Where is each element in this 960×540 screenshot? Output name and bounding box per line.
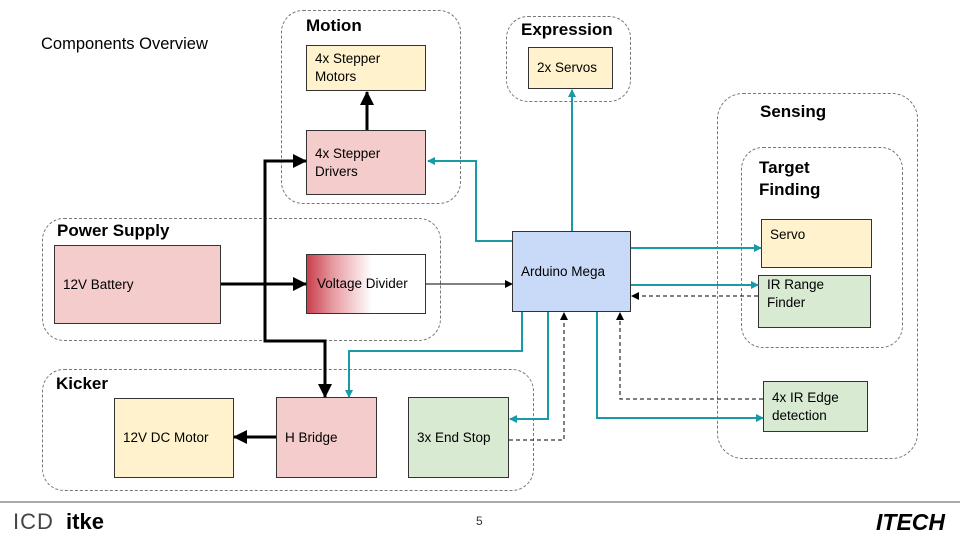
node-stepper-drivers: 4x Stepper Drivers <box>306 130 426 195</box>
group-target-finding-title: Target Finding <box>759 158 821 199</box>
node-h-bridge-label: H Bridge <box>285 429 338 445</box>
node-ir-range-label: IR Range Finder <box>767 277 825 310</box>
node-dc-motor: 12V DC Motor <box>114 398 234 478</box>
group-motion-title: Motion <box>306 16 362 35</box>
node-ir-edge-label: 4x IR Edge detection <box>772 389 839 423</box>
group-sensing-title: Sensing <box>760 102 827 121</box>
page-number: 5 <box>476 514 483 528</box>
node-stepper-drivers-label: 4x Stepper Drivers <box>315 145 381 179</box>
logo-itke-text: itke <box>66 509 104 534</box>
node-servo-label: Servo <box>770 227 806 242</box>
group-power-supply-title: Power Supply <box>57 221 170 240</box>
node-ir-range: IR Range Finder <box>758 275 871 328</box>
node-arduino: Arduino Mega <box>512 231 631 312</box>
feedback-iredge-to-arduino <box>616 312 763 400</box>
logo-itech: ITECH <box>876 509 945 535</box>
node-ir-edge: 4x IR Edge detection <box>763 381 868 432</box>
node-voltage-divider: Voltage Divider <box>306 254 426 314</box>
node-end-stop: 3x End Stop <box>408 397 509 478</box>
node-voltage-divider-label: Voltage Divider <box>317 276 408 291</box>
logo-icd-itke: ICD itke <box>13 509 104 535</box>
group-power-supply <box>42 218 441 341</box>
feedback-endstop-to-arduino <box>509 312 568 441</box>
node-end-stop-label: 3x End Stop <box>417 429 491 445</box>
signal-arduino-to-iredge <box>596 312 764 422</box>
slide-title: Components Overview <box>41 35 208 53</box>
signal-arduino-to-drivers <box>427 157 512 242</box>
signal-arduino-to-endstop <box>509 312 549 423</box>
group-kicker <box>42 369 534 491</box>
node-servos: 2x Servos <box>528 47 613 89</box>
node-servo: Servo <box>761 219 872 268</box>
node-arduino-label: Arduino Mega <box>521 263 606 279</box>
node-stepper-motors: 4x Stepper Motors <box>306 45 426 91</box>
node-dc-motor-label: 12V DC Motor <box>123 430 209 445</box>
group-expression-title: Expression <box>521 20 613 39</box>
node-stepper-motors-label: 4x Stepper Motors <box>315 51 381 84</box>
power-bus-to-hbridge <box>263 284 332 398</box>
group-expression <box>506 16 631 102</box>
logo-icd-text: ICD <box>13 509 54 534</box>
group-sensing <box>717 93 918 459</box>
group-kicker-title: Kicker <box>56 374 108 393</box>
signal-arduino-to-hbridge <box>345 312 523 398</box>
power-bus-to-drivers <box>263 154 307 284</box>
node-h-bridge: H Bridge <box>276 397 377 478</box>
node-battery: 12V Battery <box>54 245 221 324</box>
node-servos-label: 2x Servos <box>537 60 598 75</box>
node-battery-label: 12V Battery <box>63 276 134 292</box>
group-motion <box>281 10 461 204</box>
